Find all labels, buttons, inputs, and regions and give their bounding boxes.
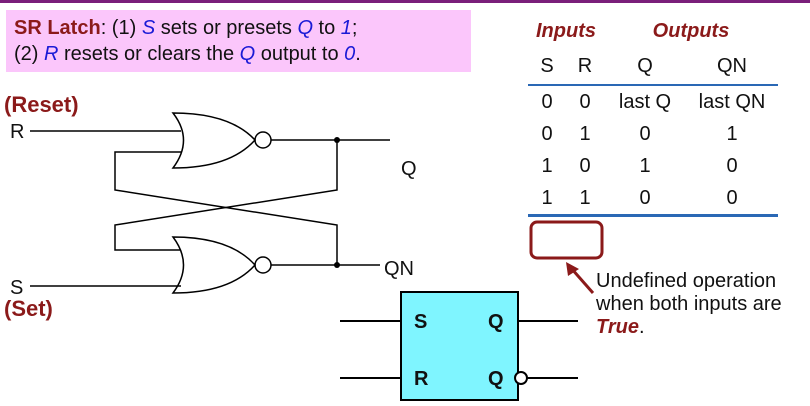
truth-table-group-header: Inputs Outputs — [528, 14, 778, 48]
table-cell: last QN — [698, 90, 766, 113]
reset-label: (Reset) — [4, 92, 79, 117]
table-cell: 1 — [639, 154, 651, 177]
callout-q: Q — [297, 17, 313, 39]
callout-q: Q — [239, 43, 256, 65]
table-cell: 1 — [579, 122, 591, 145]
table-cell: 0 — [541, 90, 553, 113]
callout-text: : (1) — [100, 17, 142, 39]
table-cell: last Q — [618, 90, 672, 113]
table-row: 1 0 1 0 — [528, 150, 778, 182]
top-rule — [0, 0, 810, 3]
callout-text: output to — [255, 43, 345, 65]
symbol-qn-pin: Q — [488, 368, 504, 390]
callout-text: (2) — [14, 43, 44, 65]
qn-junction-dot — [334, 262, 340, 268]
callout-s: S — [141, 17, 156, 39]
truth-table: Inputs Outputs S R Q QN 0 0 last Q last … — [528, 14, 778, 217]
callout-text: resets or clears the — [58, 43, 240, 65]
table-cell: 0 — [579, 90, 591, 113]
note-text: Undefined operation when both inputs are — [596, 270, 782, 315]
column-header: Q — [604, 48, 686, 86]
set-label: (Set) — [4, 296, 53, 321]
upper-nor-gate — [171, 112, 257, 169]
column-header: S — [528, 48, 566, 86]
callout-line-2: (2) R resets or clears the Q output to 0… — [14, 41, 463, 67]
outputs-group-label: Outputs — [652, 19, 730, 42]
column-header: R — [566, 48, 604, 86]
callout-line-1: SR Latch: (1) S sets or presets Q to 1; — [14, 15, 463, 41]
sr-latch-callout: SR Latch: (1) S sets or presets Q to 1; … — [6, 10, 471, 72]
note-true-word: True — [596, 316, 639, 338]
symbol-r-pin: R — [414, 368, 429, 390]
table-row: 1 1 0 0 — [528, 182, 778, 217]
callout-text: sets or presets — [155, 17, 298, 39]
symbol-q-pin: Q — [488, 311, 504, 333]
symbol-s-pin: S — [414, 311, 428, 333]
symbol-qn-bubble — [514, 371, 528, 385]
table-cell: 1 — [566, 182, 604, 217]
table-cell: 1 — [541, 154, 553, 177]
callout-one: 1 — [340, 17, 352, 39]
callout-zero: 0 — [344, 43, 356, 65]
callout-title: SR Latch — [14, 17, 101, 39]
table-row: 0 0 last Q last QN — [528, 85, 778, 118]
table-cell: 0 — [541, 122, 553, 145]
q-junction-dot — [334, 137, 340, 143]
callout-r: R — [44, 43, 59, 65]
table-row: 0 1 0 1 — [528, 118, 778, 150]
pointer-arrowhead — [566, 262, 579, 276]
callout-text: to — [313, 17, 341, 39]
lower-nor-gate — [171, 236, 257, 294]
column-header: QN — [686, 48, 778, 86]
table-cell: 1 — [726, 122, 738, 145]
feedback-q — [114, 140, 338, 251]
table-cell: 0 — [579, 154, 591, 177]
inputs-group-label: Inputs — [536, 19, 596, 42]
truth-table-column-header: S R Q QN — [528, 48, 778, 86]
table-cell: 0 — [604, 182, 686, 217]
q-output-label: Q — [401, 158, 417, 180]
undefined-operation-note: Undefined operation when both inputs are… — [596, 270, 806, 339]
feedback-qn — [114, 151, 338, 265]
table-cell: 0 — [726, 154, 738, 177]
table-cell: 0 — [639, 122, 651, 145]
s-input-label: S — [10, 277, 24, 299]
r-input-label: R — [10, 121, 25, 143]
note-end: . — [638, 316, 645, 338]
qn-output-label: QN — [384, 258, 414, 280]
pointer-arrow — [569, 267, 595, 294]
table-cell: 1 — [528, 182, 566, 217]
sr-latch-symbol: S R Q Q — [400, 291, 519, 401]
table-cell: 0 — [686, 182, 778, 217]
callout-text: ; — [351, 17, 358, 39]
undefined-row-highlight — [529, 220, 604, 260]
callout-text: . — [355, 43, 361, 65]
